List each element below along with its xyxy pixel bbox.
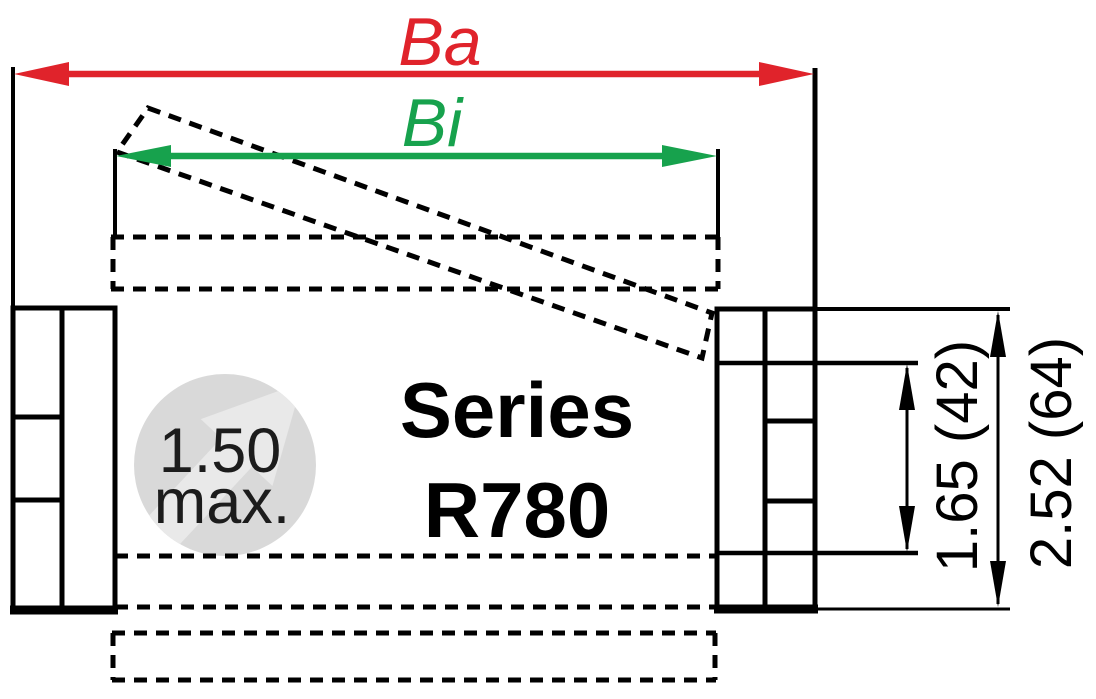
height-outer-arrowhead-down-icon xyxy=(990,561,1006,607)
ba-dimension-arrow xyxy=(14,62,814,86)
bi-arrowhead-left-icon xyxy=(116,145,171,167)
hidden-edges xyxy=(110,104,721,683)
height-inner-arrowhead-down-icon xyxy=(899,506,915,552)
height-inner-label: 1.65 (42) xyxy=(925,340,990,572)
left-block xyxy=(10,305,118,615)
height-inner-arrowhead-up-icon xyxy=(899,364,915,410)
right-block xyxy=(714,306,818,614)
height-dimension-outer xyxy=(990,311,1006,607)
ba-arrowhead-left-icon xyxy=(14,62,69,86)
bi-dimension-arrow xyxy=(116,145,717,167)
watermark: 1.50 max. xyxy=(134,374,316,556)
height-dimension-inner xyxy=(899,364,915,552)
ba-label: Ba xyxy=(398,4,481,80)
extension-lines xyxy=(11,67,1010,612)
max-note-line2: max. xyxy=(154,467,291,537)
watermark-arrow-icon xyxy=(134,382,303,556)
series-title-line2: R780 xyxy=(424,466,610,554)
bi-label: Bi xyxy=(402,85,464,161)
tilted-rail-outline xyxy=(113,104,715,362)
max-note-line1: 1.50 xyxy=(159,416,282,486)
bi-arrowhead-right-icon xyxy=(662,145,717,167)
height-outer-label: 2.52 (64) xyxy=(1019,337,1084,569)
ba-arrowhead-right-icon xyxy=(759,62,814,86)
series-title-line1: Series xyxy=(400,366,634,454)
height-outer-arrowhead-up-icon xyxy=(990,311,1006,357)
